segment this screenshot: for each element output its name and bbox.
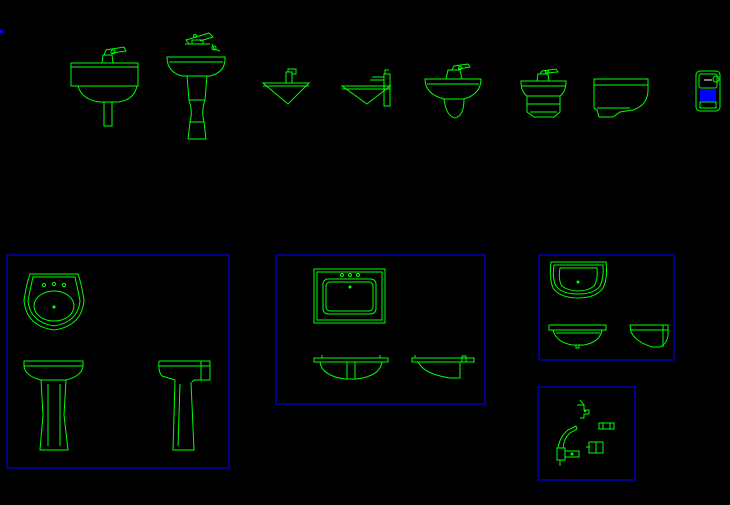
wall-basin-front-icon[interactable] [548,324,607,349]
round-basin-plan-icon[interactable] [23,273,85,331]
rectangular-basin-plan-icon[interactable] [313,268,386,324]
frame-wall-basin-views[interactable] [538,254,675,361]
pedestal-basin-side-icon[interactable] [158,360,211,451]
semi-pedestal-basin-icon[interactable] [520,68,567,118]
wall-basin-side-icon[interactable] [629,324,669,348]
wall-hung-basin-with-mixer-icon[interactable] [70,46,139,127]
frame-faucet-details[interactable] [537,386,636,481]
faucet-spout-detail-icon[interactable] [556,425,580,466]
pedestal-basin-front-icon[interactable] [23,360,84,451]
faucet-detail-handles-icon[interactable] [586,422,615,454]
pedestal-basin-tall-icon[interactable] [166,32,226,140]
undermount-basin-side-icon[interactable] [411,355,475,379]
frame-countertop-basin-views[interactable] [275,254,486,405]
faucet-detail-top-icon[interactable] [577,399,590,419]
oval-pedestal-basin-icon[interactable] [424,63,482,119]
wall-mounted-dispenser-icon[interactable] [695,70,721,112]
vessel-basin-small-icon[interactable] [261,68,311,105]
wall-basin-side-view-icon[interactable] [593,78,649,118]
origin-marker-icon [0,30,3,33]
elevations-row [70,32,721,140]
wall-basin-plan-icon[interactable] [549,261,608,299]
frame-pedestal-basin-views[interactable] [6,254,230,469]
undermount-basin-front-icon[interactable] [313,355,389,380]
vessel-basin-tall-faucet-icon[interactable] [340,69,392,107]
